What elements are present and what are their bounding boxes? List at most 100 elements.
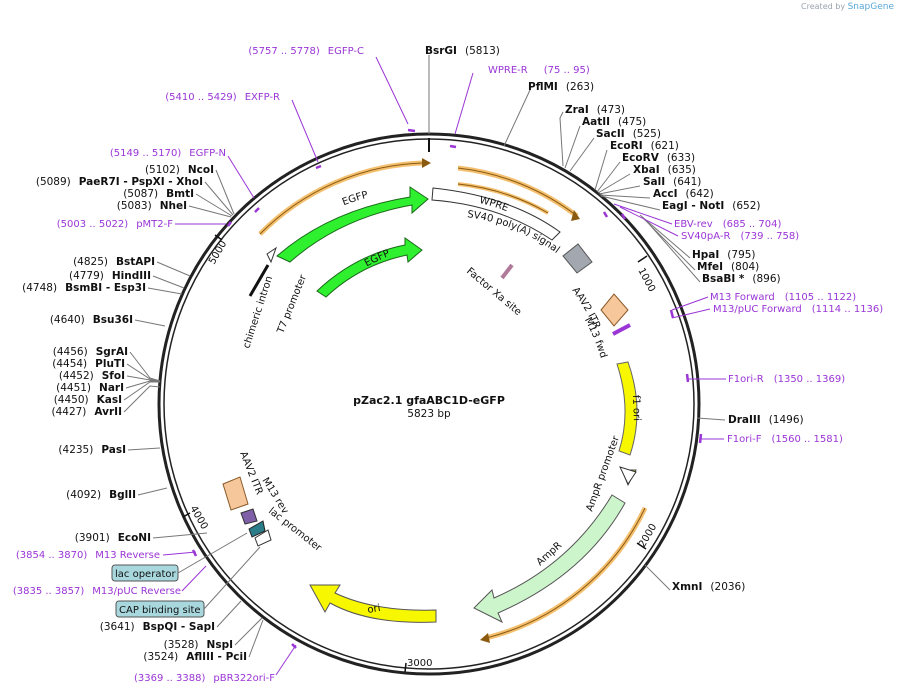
primer-mark-sv40pa-r bbox=[620, 213, 627, 220]
leader-xhoi bbox=[204, 181, 234, 216]
leader-pflmi bbox=[503, 89, 531, 147]
leader-bsmbi bbox=[147, 287, 183, 295]
primer-sv40pa-r: SV40pA-R(739 .. 758) bbox=[681, 231, 799, 242]
primer-leader-egfp-n bbox=[227, 155, 255, 199]
enzyme-ncoi: (5102)NcoI bbox=[145, 164, 214, 176]
enzyme-pasi: (4235)PasI bbox=[58, 444, 126, 456]
leader-bstapi bbox=[156, 261, 191, 277]
sv40-polya-feature bbox=[562, 243, 593, 274]
orange-band-egfp-edge bbox=[259, 162, 423, 235]
tick-label-3000: 3000 bbox=[407, 658, 432, 669]
primer-leaders bbox=[162, 56, 726, 676]
lac-promoter-label: lac promoter bbox=[266, 506, 324, 555]
leader-nhei bbox=[188, 205, 232, 218]
leader-sali bbox=[598, 185, 641, 195]
leader-draiii bbox=[696, 417, 726, 421]
leader-hpai bbox=[639, 214, 691, 259]
f1-ori-label: f1 ori bbox=[630, 395, 642, 421]
lac-operator-leader bbox=[177, 532, 248, 574]
snapgene-brand: SnapGene bbox=[847, 2, 894, 12]
primer-mark-exfp-r bbox=[315, 164, 322, 170]
primer-mark-f1ori-f bbox=[698, 433, 703, 444]
plasmid-length: 5823 bp bbox=[407, 408, 451, 420]
enzyme-leaders bbox=[123, 55, 726, 658]
primer-leader-egfp-c bbox=[375, 56, 409, 125]
leader-ncoi bbox=[215, 169, 235, 215]
primer-m13puc-reverse: (3835 .. 3857)M13/pUC Reverse bbox=[13, 586, 181, 597]
leader-zrai bbox=[559, 111, 564, 167]
tick-mark-2000 bbox=[636, 542, 647, 550]
primer-leader-sv40pa-r bbox=[619, 206, 679, 237]
primer-m13-forward: M13 Forward(1105 .. 1122) bbox=[710, 292, 856, 303]
lac-operator-marker bbox=[248, 520, 266, 538]
leader-bsu36i bbox=[134, 319, 166, 327]
enzyme-nhei: (5083)NheI bbox=[117, 200, 187, 212]
leader-avrii bbox=[123, 385, 161, 413]
primer-pmt2-f: (5003 .. 5022)pMT2-F bbox=[57, 219, 173, 230]
enzyme-mfei: MfeI(804) bbox=[697, 261, 759, 273]
leader-hindiii bbox=[152, 275, 185, 289]
tick-label-2000: 2000 bbox=[637, 522, 659, 550]
leader-sgrai bbox=[129, 351, 161, 382]
created-by-label: Created by bbox=[801, 2, 846, 11]
orange-band-ampr-edge bbox=[485, 507, 646, 639]
enzyme-aatii: AatII(475) bbox=[582, 116, 646, 128]
enzyme-sfoi: (4452)SfoI bbox=[59, 370, 125, 382]
orange-band-wpre-arrowhead bbox=[571, 210, 580, 221]
primer-wpre-r: WPRE-R(75 .. 95) bbox=[488, 65, 590, 76]
leader-sacii bbox=[569, 137, 595, 172]
enzyme-bspqi-sapi: (3641)BspQI - SapI bbox=[100, 621, 215, 633]
enzyme-zrai: ZraI(473) bbox=[565, 104, 625, 116]
leader-pasi bbox=[127, 447, 161, 451]
enzyme-afliii-pcii: (3524)AflIII - PciI bbox=[143, 651, 247, 663]
leader-afliii bbox=[248, 619, 264, 658]
orange-band-egfp-arrowhead bbox=[422, 158, 431, 168]
t7-promoter-arrowhead bbox=[266, 246, 277, 264]
enzyme-acci: AccI(642) bbox=[653, 188, 714, 200]
egfp-inner-arrow bbox=[316, 237, 423, 298]
primer-leader-wpre-r bbox=[454, 72, 474, 135]
factor-xa-label: Factor Xa site bbox=[464, 266, 523, 318]
ori-arrow bbox=[309, 584, 437, 623]
primer-mark-ebv-rev bbox=[602, 211, 609, 218]
enzyme-bglii: (4092)BglII bbox=[66, 489, 136, 501]
primer-leader-m13-reverse bbox=[162, 551, 197, 556]
primer-m13-reverse: (3854 .. 3870)M13 Reverse bbox=[16, 550, 160, 561]
primer-mark-egfp-n bbox=[254, 207, 260, 213]
lac-promoter-marker bbox=[254, 529, 272, 547]
primer-mark-m13-reverse bbox=[191, 549, 198, 557]
t7-promoter-label: T7 promoter bbox=[275, 273, 309, 336]
enzyme-nari: (4451)NarI bbox=[56, 382, 124, 394]
leader-bmti bbox=[195, 193, 233, 217]
enzyme-hpai: HpaI(795) bbox=[692, 249, 756, 261]
m13-rev-marker bbox=[240, 508, 258, 525]
leader-bglii bbox=[137, 487, 168, 496]
primer-leader-m13puc-forward bbox=[671, 308, 711, 319]
tick-mark-3000 bbox=[404, 662, 407, 673]
aav2-itr-right-feature bbox=[600, 293, 629, 327]
factor-xa-marker bbox=[500, 263, 514, 280]
primer-leader-m13puc-reverse bbox=[181, 565, 207, 592]
enzyme-avrii: (4427)AvrII bbox=[51, 406, 122, 418]
leader-sfoi bbox=[126, 375, 161, 382]
tick-mark-4000 bbox=[182, 512, 191, 518]
enzyme-paer7i-pspxi-xhoi: (5089)PaeR7I - PspXI - XhoI bbox=[36, 176, 203, 188]
ampr-arrow bbox=[473, 494, 626, 624]
leader-ecori bbox=[594, 149, 608, 191]
orange-band-ampr-arrowhead bbox=[480, 633, 490, 643]
primer-mark-egfp-c bbox=[407, 128, 416, 133]
cap-site-leader bbox=[203, 546, 261, 610]
enzyme-sacii: SacII(525) bbox=[596, 128, 661, 140]
enzyme-bmti: (5087)BmtI bbox=[123, 188, 194, 200]
tick-label-1000: 1000 bbox=[635, 266, 657, 294]
chimeric-intron-marker bbox=[248, 264, 270, 297]
enzyme-ecorv: EcoRV(633) bbox=[622, 152, 695, 164]
leader-bspqi bbox=[216, 600, 242, 628]
primer-ebv-rev: EBV-rev(685 .. 704) bbox=[674, 219, 781, 230]
leader-ecorv bbox=[596, 161, 621, 193]
primer-exfp-r: (5410 .. 5429)EXFP-R bbox=[165, 92, 280, 103]
primer-egfp-n: (5149 .. 5170)EGFP-N bbox=[110, 148, 226, 159]
leader-nspi bbox=[234, 617, 263, 646]
tick-label-4000: 4000 bbox=[187, 504, 209, 532]
enzyme-ecori: EcoRI(621) bbox=[610, 140, 679, 152]
